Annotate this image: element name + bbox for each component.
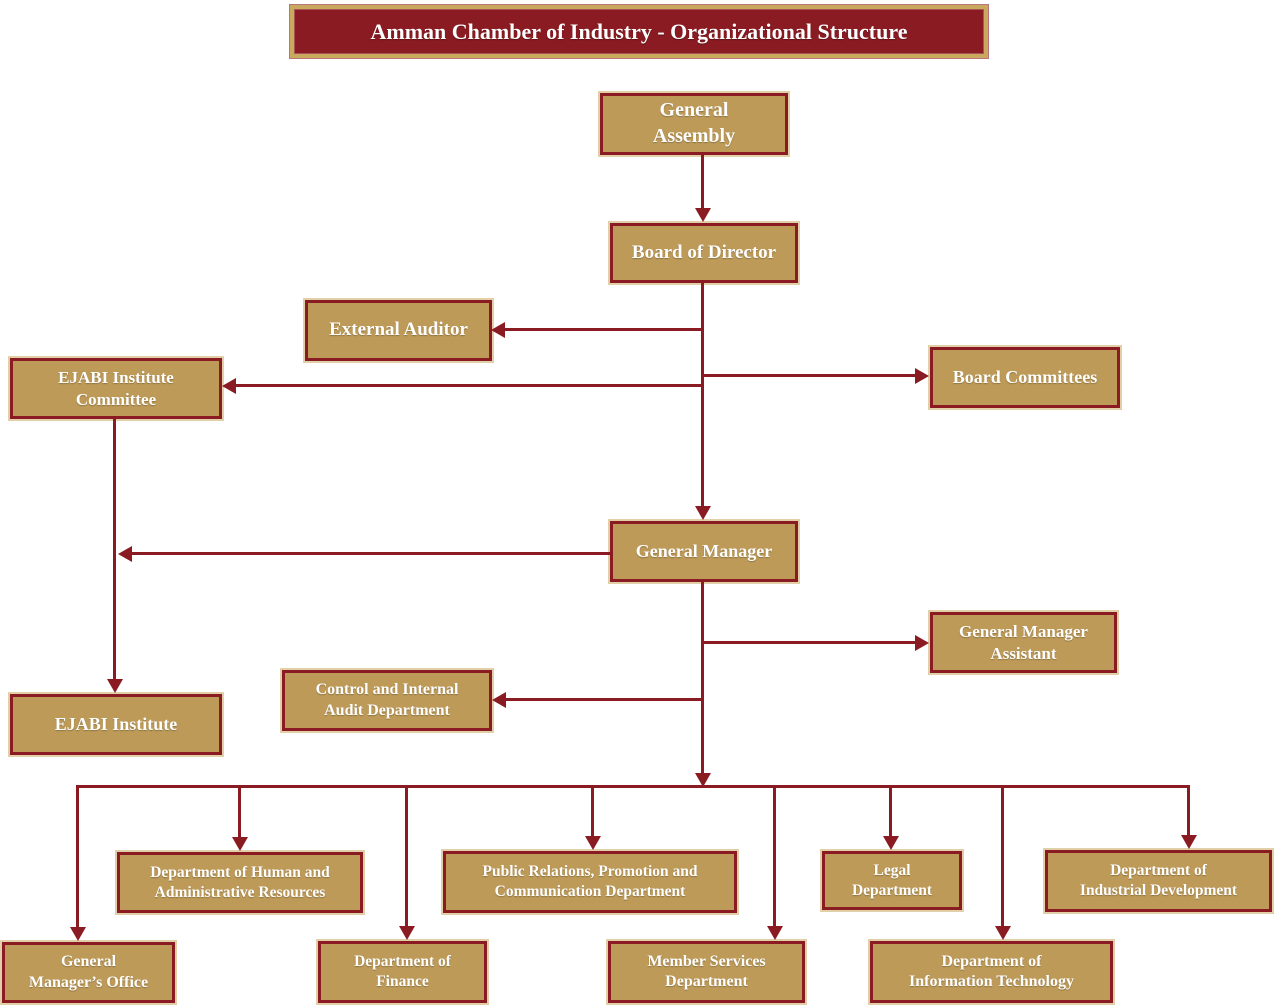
arrowhead-dept-information-technology (995, 926, 1011, 940)
connector-external-auditor (502, 328, 703, 331)
connector-manager-ejabi-link (130, 552, 610, 555)
arrowhead-public-relations (585, 836, 601, 850)
connector-board-committees (703, 374, 919, 377)
node-ejabi-institute: EJABI Institute (10, 694, 222, 755)
arrowhead-member-services (767, 926, 783, 940)
connector-board-manager-trunk (701, 283, 704, 509)
arrowhead-general-manager (695, 506, 711, 520)
arrowhead-dept-human-admin (232, 837, 248, 851)
node-legal-department: Legal Department (822, 851, 962, 910)
node-general-manager-assistant: General Manager Assistant (930, 612, 1117, 673)
arrowhead-external-auditor (491, 322, 505, 338)
arrowhead-legal-department (883, 836, 899, 850)
connector-ejabi-committee (233, 384, 703, 387)
arrowhead-dept-industrial-development (1181, 835, 1197, 849)
arrowhead-manager-assistant (915, 635, 929, 651)
arrowhead-general-managers-office (70, 927, 86, 941)
node-ejabi-institute-committee: EJABI Institute Committee (10, 358, 222, 419)
arrowhead-control-audit (492, 692, 506, 708)
node-board-of-director: Board of Director (610, 223, 798, 283)
node-dept-information-technology: Department of Information Technology (870, 941, 1113, 1003)
connector-manager-departments-trunk (701, 582, 704, 775)
arrowhead-ejabi-committee (222, 378, 236, 394)
connector-ejabi-institute (113, 419, 116, 681)
drop-dept-industrial-development (1187, 785, 1190, 837)
connector-control-audit (504, 698, 703, 701)
arrowhead-dept-finance (399, 926, 415, 940)
arrowhead-board-of-director (695, 208, 711, 222)
drop-dept-information-technology (1001, 785, 1004, 927)
drop-dept-human-admin (238, 785, 241, 839)
drop-member-services (773, 785, 776, 927)
connector-manager-assistant (703, 641, 918, 644)
node-general-assembly: General Assembly (600, 93, 788, 155)
drop-public-relations (591, 785, 594, 838)
node-member-services: Member Services Department (608, 941, 805, 1003)
distribution-line (76, 785, 1190, 788)
drop-general-managers-office (76, 785, 79, 928)
drop-dept-finance (405, 785, 408, 927)
node-board-committees: Board Committees (930, 347, 1120, 408)
chart-title: Amman Chamber of Industry - Organization… (290, 5, 988, 58)
arrowhead-ejabi-institute (107, 679, 123, 693)
arrowhead-distribution-line (695, 773, 711, 787)
node-external-auditor: External Auditor (305, 300, 492, 361)
node-dept-human-admin: Department of Human and Administrative R… (117, 852, 363, 913)
arrowhead-manager-ejabi-link (118, 546, 132, 562)
node-dept-finance: Department of Finance (318, 941, 487, 1003)
drop-legal-department (889, 785, 892, 838)
node-general-manager: General Manager (610, 521, 798, 582)
node-general-managers-office: General Manager’s Office (2, 942, 175, 1003)
arrowhead-board-committees (915, 368, 929, 384)
connector-assembly-board (701, 155, 704, 211)
node-control-internal-audit: Control and Internal Audit Department (282, 670, 492, 731)
node-public-relations: Public Relations, Promotion and Communic… (443, 851, 737, 913)
node-dept-industrial-development: Department of Industrial Development (1045, 850, 1272, 912)
